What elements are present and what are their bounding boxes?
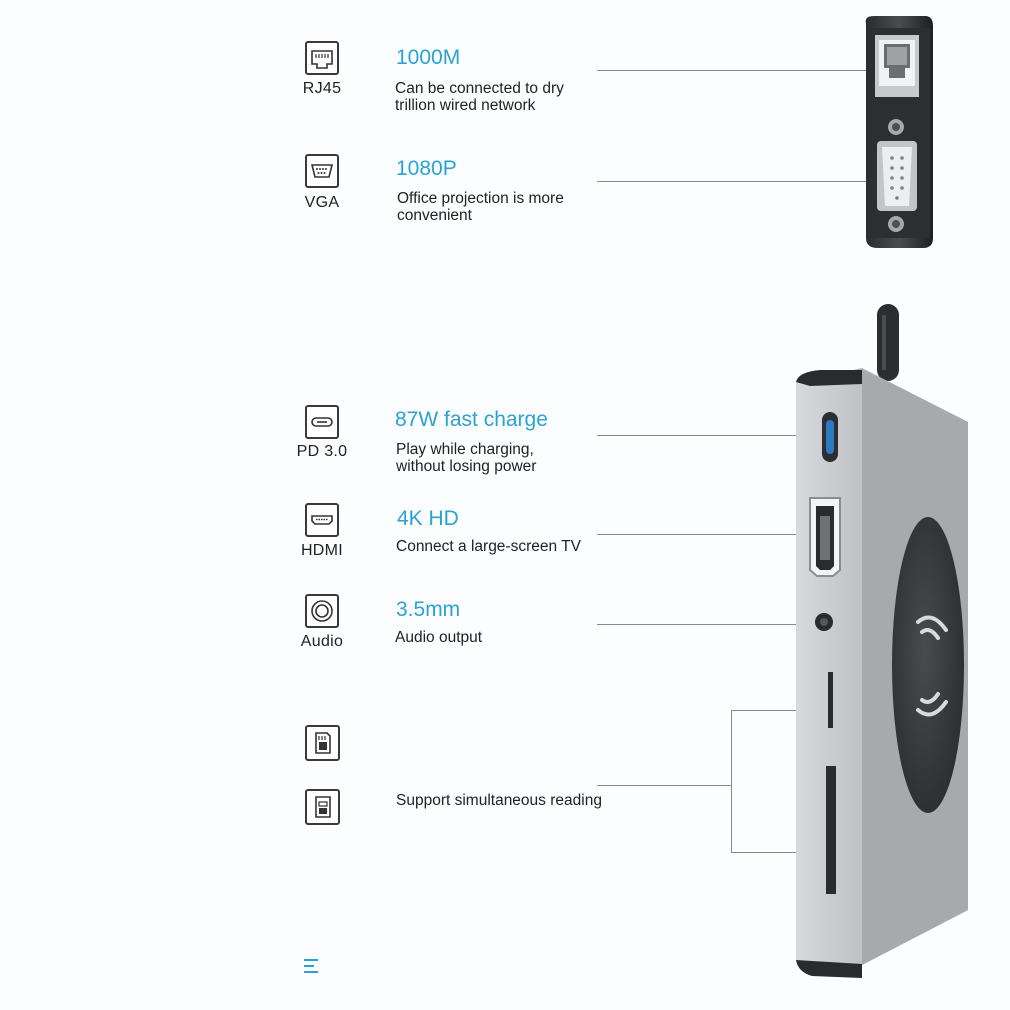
audio-leader-line	[597, 624, 805, 625]
sd-card-icon	[305, 789, 340, 825]
audio-desc: Audio output	[395, 629, 483, 646]
pd-label: PD 3.0	[296, 443, 348, 460]
audio-title: 3.5mm	[396, 598, 461, 621]
hdmi-port-icon	[305, 503, 339, 537]
pd-leader-line	[597, 435, 805, 436]
ethernet-port-icon	[305, 41, 339, 75]
rj45-desc-line2: trillion wired network	[395, 97, 536, 114]
vga-port-icon	[305, 154, 339, 188]
card-leader-line	[597, 785, 732, 786]
rj45-label: RJ45	[302, 80, 342, 97]
vga-title: 1080P	[396, 157, 457, 180]
vga-desc-line2: convenient	[397, 207, 472, 224]
audio-jack-icon	[305, 594, 339, 628]
hdmi-label: HDMI	[300, 542, 344, 559]
pd-title: 87W fast charge	[395, 408, 548, 431]
rj45-desc-line1: Can be connected to dry	[395, 80, 564, 97]
micro-sd-card-icon	[305, 725, 340, 761]
usb-hub-device	[796, 16, 968, 978]
card-bracket-side	[731, 710, 732, 853]
usb-c-port-icon	[305, 405, 339, 439]
hdmi-leader-line	[597, 534, 805, 535]
pd-desc-line1: Play while charging,	[396, 441, 534, 458]
hdmi-desc: Connect a large-screen TV	[396, 538, 581, 555]
menu-lines-icon	[304, 959, 318, 973]
pd-desc-line2: without losing power	[396, 458, 537, 475]
audio-label: Audio	[300, 633, 344, 650]
card-bracket-bottom	[731, 852, 807, 853]
rj45-title: 1000M	[396, 46, 461, 69]
card-reader-desc: Support simultaneous reading	[396, 792, 602, 809]
vga-desc-line1: Office projection is more	[397, 190, 564, 207]
vga-leader-line	[597, 181, 880, 182]
card-bracket-top	[731, 710, 807, 711]
hdmi-title: 4K HD	[397, 507, 459, 530]
rj45-leader-line	[597, 70, 880, 71]
vga-label: VGA	[304, 194, 340, 211]
